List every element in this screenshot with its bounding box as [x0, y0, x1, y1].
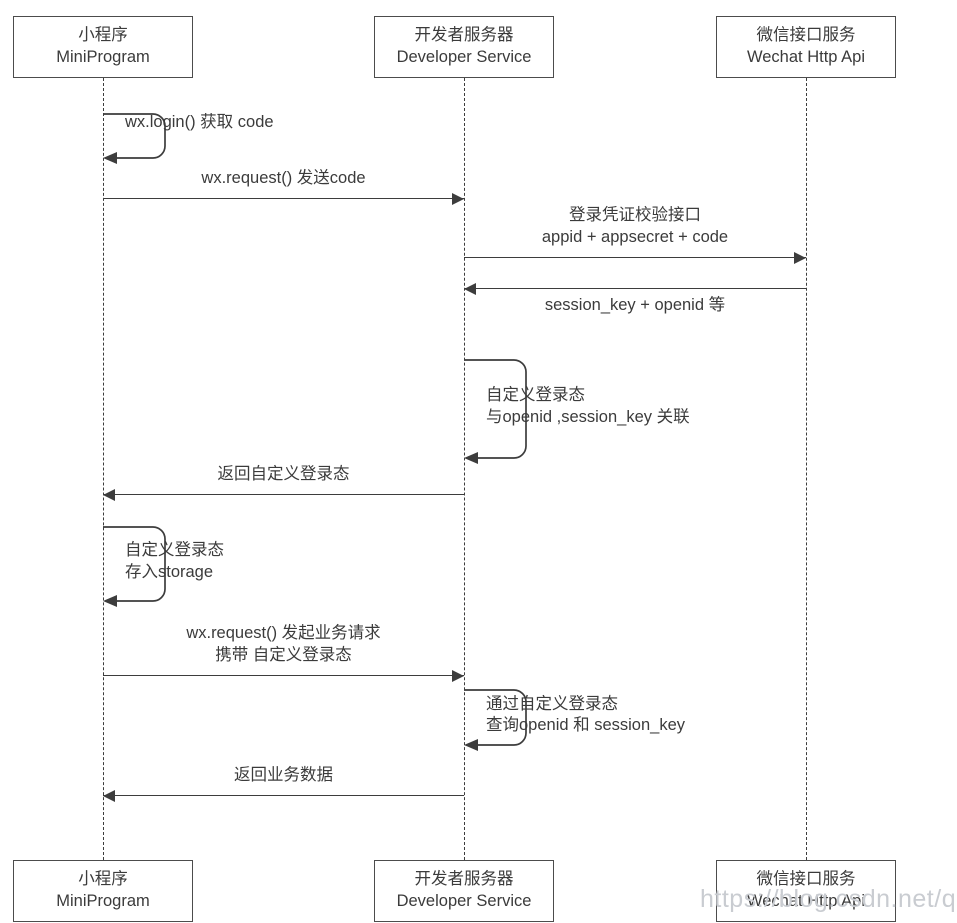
message-line-3[interactable] [464, 257, 806, 258]
self-message-label-9: 通过自定义登录态 查询openid 和 session_key [486, 694, 686, 735]
self-message-7[interactable] [103, 519, 185, 613]
message-label-3: 登录凭证校验接口 appid + appsecret + code [541, 206, 729, 246]
lifeline-developer [464, 78, 465, 860]
self-message-5[interactable] [464, 352, 546, 470]
message-arrowhead-10 [103, 790, 115, 802]
actor-name-cn: 开发者服务器 [414, 26, 514, 45]
message-line-2[interactable] [103, 198, 464, 199]
message-line-4[interactable] [464, 288, 806, 289]
actor-box-miniprogram-bottom[interactable]: 小程序 MiniProgram [13, 860, 193, 922]
message-arrowhead-3 [794, 252, 806, 264]
message-label-6: 返回自定义登录态 [217, 465, 350, 483]
message-label-8: wx.request() 发起业务请求 携带 自定义登录态 [186, 624, 381, 664]
actor-name-cn: 开发者服务器 [414, 870, 514, 889]
message-label-4: session_key + openid 等 [544, 296, 726, 314]
message-arrowhead-2 [452, 193, 464, 205]
actor-name-cn: 小程序 [78, 870, 128, 889]
actor-name-en: MiniProgram [56, 48, 150, 66]
actor-name-cn: 小程序 [78, 26, 128, 45]
self-message-label-5: 自定义登录态 与openid ,session_key 关联 [486, 386, 690, 426]
lifeline-miniprogram [103, 78, 104, 860]
message-label-2: wx.request() 发送code [201, 169, 366, 187]
actor-name-en: Developer Service [396, 892, 532, 910]
message-line-8[interactable] [103, 675, 464, 676]
message-arrowhead-4 [464, 283, 476, 295]
message-arrowhead-8 [452, 670, 464, 682]
actor-name-en: Developer Service [396, 48, 532, 66]
lifeline-wechat [806, 78, 807, 860]
actor-box-wechat-top[interactable]: 微信接口服务 Wechat Http Api [716, 16, 896, 78]
actor-name-en: MiniProgram [56, 892, 150, 910]
message-line-10[interactable] [103, 795, 464, 796]
self-message-1[interactable] [103, 106, 185, 170]
self-message-label-1: wx.login() 获取 code [125, 113, 274, 131]
actor-box-miniprogram-top[interactable]: 小程序 MiniProgram [13, 16, 193, 78]
actor-box-developer-top[interactable]: 开发者服务器 Developer Service [374, 16, 554, 78]
actor-name-en: Wechat Http Api [746, 48, 865, 66]
message-label-10: 返回业务数据 [234, 766, 333, 784]
actor-name-cn: 微信接口服务 [756, 870, 856, 889]
message-line-6[interactable] [103, 494, 464, 495]
self-message-label-7: 自定义登录态 存入storage [125, 541, 224, 581]
actor-box-wechat-bottom[interactable]: 微信接口服务 Wechat Http Api [716, 860, 896, 922]
actor-box-developer-bottom[interactable]: 开发者服务器 Developer Service [374, 860, 554, 922]
csdn-watermark: https://blog.csdn.net/qq_36232611 [700, 885, 957, 913]
actor-name-en: Wechat Http Api [746, 892, 865, 910]
message-arrowhead-6 [103, 489, 115, 501]
self-message-9[interactable] [464, 682, 546, 757]
actor-name-cn: 微信接口服务 [756, 26, 856, 45]
